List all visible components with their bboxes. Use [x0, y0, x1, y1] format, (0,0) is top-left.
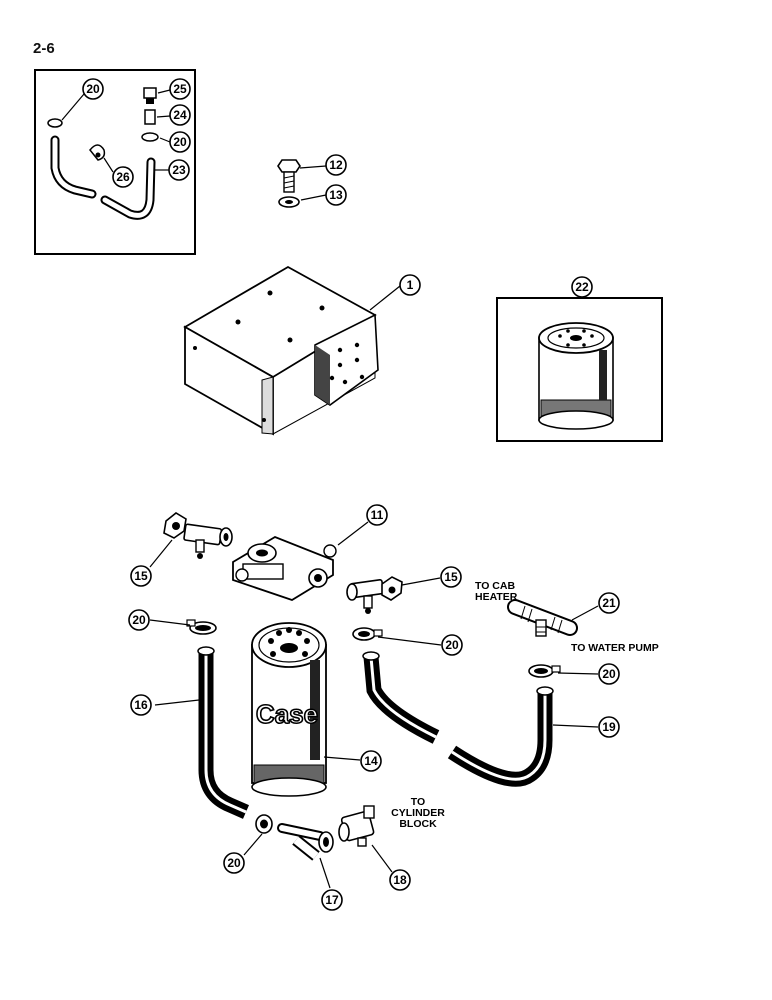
clamp-icon	[47, 118, 63, 128]
callout-15-num: 15	[444, 570, 458, 584]
callout-20-num: 20	[445, 638, 459, 652]
clamp-26-icon	[89, 144, 106, 161]
callout-20-num: 20	[227, 856, 241, 870]
inset-box-22	[496, 297, 663, 442]
callout-18-num: 18	[393, 873, 407, 887]
callout-20-num: 20	[132, 613, 146, 627]
bracket-1-icon	[183, 265, 379, 436]
elbow-fitting-17-icon	[277, 823, 334, 861]
callout-26-num: 26	[116, 170, 130, 184]
fitting-24-icon	[144, 109, 156, 125]
callout-20-num: 20	[86, 82, 100, 96]
label-block: BLOCK	[399, 818, 437, 830]
clamp-icon	[141, 132, 159, 142]
label-to-water-pump: TO WATER PUMP	[571, 642, 659, 654]
label-to: TO	[411, 796, 425, 808]
hose-clamp-icon	[528, 664, 561, 678]
hose-clamp-icon	[352, 627, 383, 641]
hose-clamp-icon	[186, 619, 217, 635]
drain-fitting-18-icon	[338, 805, 375, 847]
page-number: 2-6	[33, 40, 55, 57]
hose-19b-icon	[447, 692, 553, 787]
filter-22-icon	[538, 322, 614, 430]
filter-head-11-icon	[232, 536, 337, 601]
callout-20-num: 20	[173, 135, 187, 149]
label-heater: HEATER	[475, 591, 518, 603]
callout-11-num: 11	[371, 508, 384, 522]
fitting-25-icon	[143, 87, 157, 99]
callout-23-num: 23	[172, 163, 186, 177]
callout-12-num: 12	[329, 158, 343, 172]
callout-15-num: 15	[134, 569, 148, 583]
filter-brand-text: Case	[256, 699, 318, 729]
hose-23a	[50, 135, 97, 199]
callout-25-num: 25	[173, 82, 187, 96]
valve-15b-icon	[346, 576, 403, 614]
hose-16-icon	[198, 652, 250, 819]
label-to-cab: TO CAB	[475, 580, 515, 592]
callout-21-num: 21	[602, 596, 616, 610]
callout-24-num: 24	[173, 108, 187, 122]
tee-fitting-21-icon	[507, 599, 578, 637]
label-cylinder: CYLINDER	[391, 807, 445, 819]
callout-19-num: 19	[602, 720, 616, 734]
callout-20-num: 20	[602, 667, 616, 681]
fuel-filter-14-icon	[251, 622, 327, 797]
inset-box	[34, 69, 196, 255]
callout-16-num: 16	[134, 698, 148, 712]
callout-22-num: 22	[575, 280, 589, 294]
callout-1-num: 1	[407, 278, 414, 292]
bolt-12-icon	[277, 159, 301, 173]
hose-19a-icon	[363, 656, 440, 744]
hose-clamp-icon	[255, 814, 273, 834]
callout-14-num: 14	[364, 754, 378, 768]
valve-15a-icon	[163, 512, 233, 559]
callout-17-num: 17	[325, 893, 339, 907]
callout-13-num: 13	[329, 188, 343, 202]
